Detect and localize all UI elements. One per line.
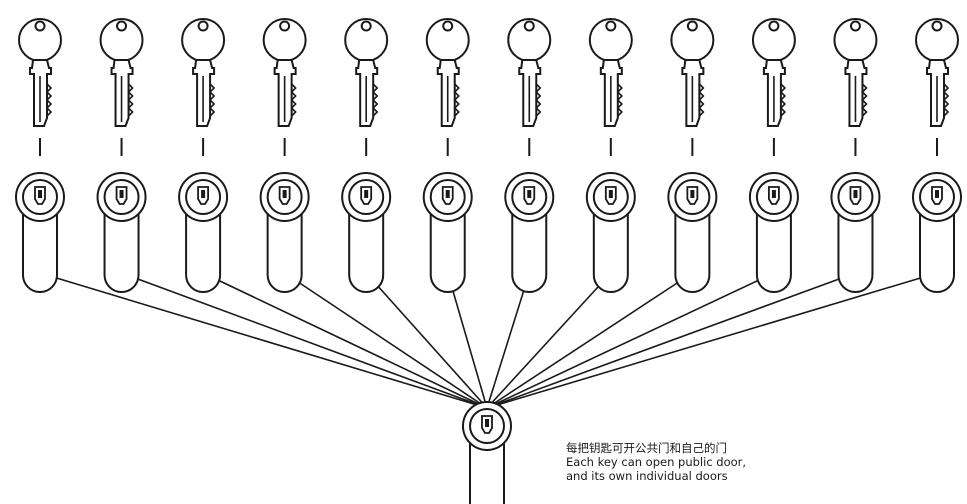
connector-line: [203, 273, 487, 408]
key-icon: [19, 19, 61, 156]
connector-line: [448, 273, 487, 408]
connector-line: [487, 273, 774, 408]
key-icon: [753, 19, 795, 156]
caption-chinese: 每把钥匙可开公共门和自己的门: [566, 441, 746, 455]
key-icon: [916, 19, 958, 156]
lock-cylinder-icon: [16, 173, 64, 292]
lock-cylinder-icon: [587, 173, 635, 292]
connector-lines: [40, 273, 937, 408]
caption: 每把钥匙可开公共门和自己的门 Each key can open public …: [566, 441, 746, 483]
cylinders-row: [16, 173, 961, 292]
connector-line: [366, 273, 487, 408]
lock-cylinder-icon: [505, 173, 553, 292]
lock-cylinder-icon: [668, 173, 716, 292]
lock-cylinder-icon: [831, 173, 879, 292]
connector-line: [487, 273, 692, 408]
connector-line: [487, 273, 937, 408]
lock-cylinder-icon: [913, 173, 961, 292]
caption-english-line1: Each key can open public door,: [566, 455, 746, 469]
key-icon: [101, 19, 143, 156]
key-icon: [671, 19, 713, 156]
caption-english-line2: and its own individual doors: [566, 469, 746, 483]
key-icon: [264, 19, 306, 156]
key-icon: [182, 19, 224, 156]
key-icon: [590, 19, 632, 156]
lock-cylinder-icon: [98, 173, 146, 292]
master-lock-cylinder-icon: [463, 402, 511, 504]
connector-line: [487, 273, 611, 408]
lock-cylinder-icon: [179, 173, 227, 292]
lock-cylinder-icon: [750, 173, 798, 292]
key-icon: [427, 19, 469, 156]
lock-cylinder-icon: [261, 173, 309, 292]
lock-cylinder-icon: [424, 173, 472, 292]
key-icon: [508, 19, 550, 156]
key-icon: [834, 19, 876, 156]
connector-line: [487, 273, 855, 408]
connector-line: [487, 273, 529, 408]
connector-line: [40, 273, 487, 408]
keys-row: [19, 19, 958, 156]
connector-line: [122, 273, 487, 408]
lock-cylinder-icon: [342, 173, 390, 292]
master-lock-cylinder: [463, 402, 511, 504]
connector-line: [285, 273, 487, 408]
key-icon: [345, 19, 387, 156]
